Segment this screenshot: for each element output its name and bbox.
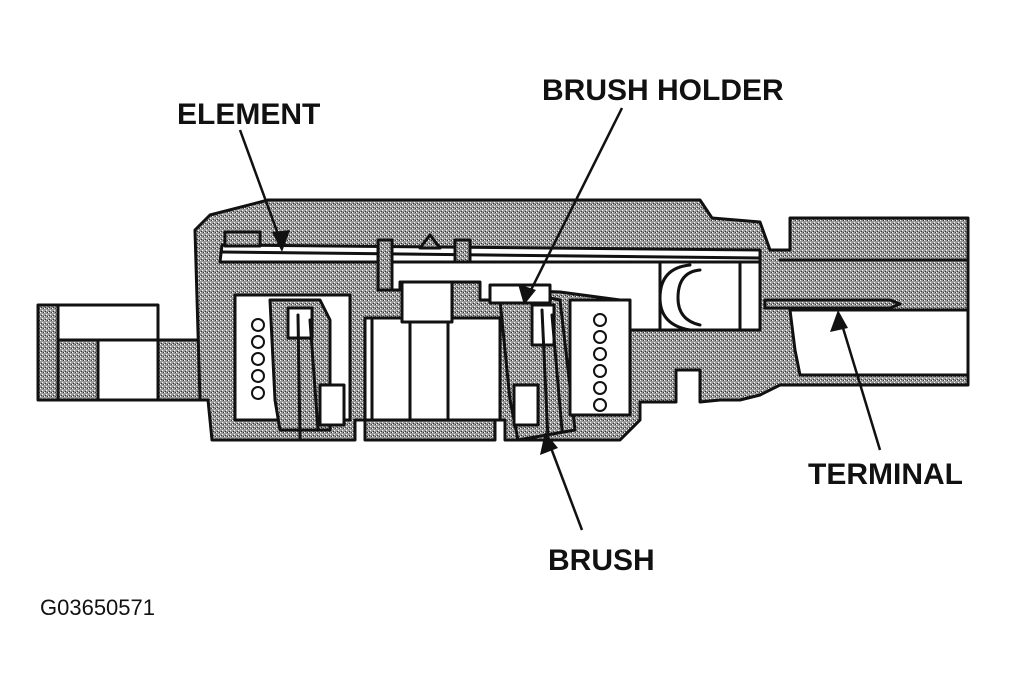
leaders	[238, 107, 882, 531]
element-arrowhead	[272, 230, 290, 252]
left-brush-assembly	[233, 293, 352, 442]
terminal-arrowhead	[830, 310, 848, 332]
left-shaft	[36, 303, 210, 402]
brush-label: BRUSH	[548, 544, 655, 577]
element-label: ELEMENT	[177, 98, 320, 131]
brush-arrowhead	[540, 432, 558, 455]
figure-id: G03650571	[40, 595, 155, 620]
brush-holder-arrowhead	[518, 284, 536, 305]
terminal-leader	[838, 317, 882, 451]
brush-leader	[546, 439, 584, 531]
left-spring	[251, 318, 265, 400]
center-window	[363, 280, 502, 422]
brush-holder-leader	[526, 107, 624, 297]
right-brush-assembly	[488, 283, 632, 442]
element-leader	[238, 129, 284, 246]
terminal-label: TERMINAL	[808, 458, 963, 491]
right-spring	[593, 313, 607, 412]
brush-holder-label: BRUSH HOLDER	[542, 74, 784, 107]
